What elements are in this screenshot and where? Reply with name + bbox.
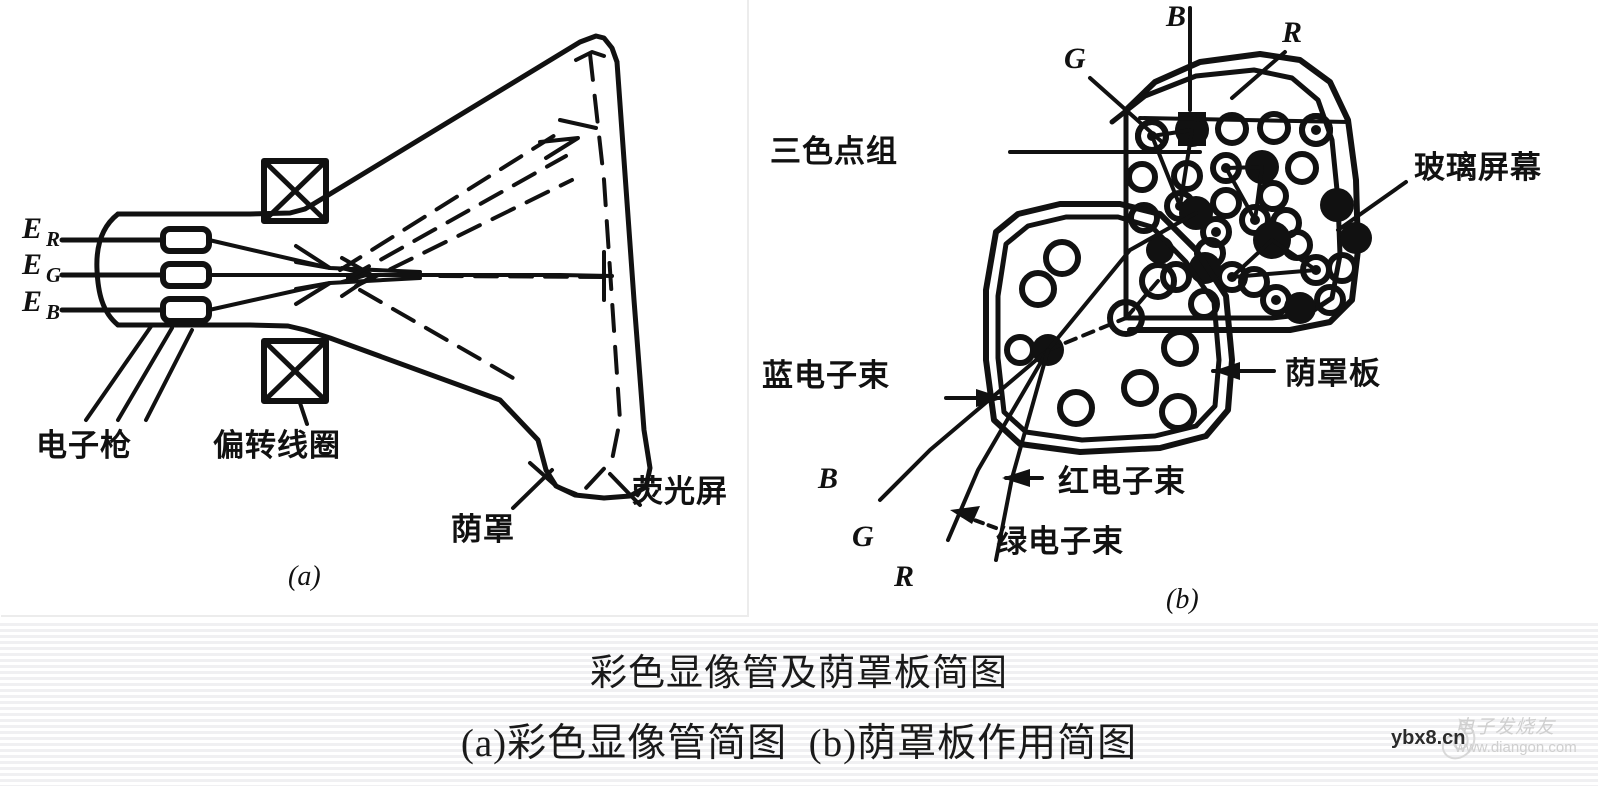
leader-glass-screen (1336, 180, 1408, 232)
caption-title: 彩色显像管及荫罩板简图 (590, 653, 1008, 694)
shadow-mask-plate (878, 201, 1235, 562)
label-red-beam: 红电子束 (1058, 464, 1186, 499)
label-r-top: R (1281, 16, 1302, 49)
leader-electron-gun (84, 323, 194, 422)
watermark-brand-name: 电子发烧友 (1455, 717, 1556, 738)
label-shadow-mask-plate: 荫罩板 (1285, 356, 1381, 391)
label-deflection-coil: 偏转线圈 (213, 428, 341, 463)
electron-guns (160, 226, 212, 324)
deflected-beams-dashed (338, 118, 598, 288)
leader-shadow-mask-plate (1211, 362, 1276, 380)
pointer-r-top (1230, 50, 1287, 100)
label-e-r: E R (21, 212, 60, 251)
leader-fluorescent-screen (608, 472, 642, 507)
label-e-r-text: E (21, 212, 42, 245)
deflected-beams-lower (358, 288, 522, 384)
leader-blue-beam (944, 389, 1004, 407)
label-green-beam: 绿电子束 (996, 524, 1124, 559)
label-e-g-text: E (21, 248, 42, 281)
label-b-beam: B (817, 462, 838, 495)
triad-connectors (1150, 128, 1318, 279)
brand-logo-icon (1441, 718, 1476, 760)
electron-beams-solid (207, 238, 614, 312)
label-shadow-mask: 荫罩 (451, 512, 515, 547)
shadow-mask-holes (1004, 239, 1199, 431)
leader-deflection-coil (298, 401, 309, 426)
faceplate-inner-curves (528, 50, 622, 496)
pointer-g-top (1088, 76, 1164, 144)
label-fluorescent-screen: 荧光屏 (632, 474, 728, 509)
watermark-brand: 电子发烧友 www.diangon.com (1455, 718, 1598, 757)
label-b-top: B (1165, 0, 1186, 33)
deflection-coil-upper (261, 158, 329, 224)
glass-screen-plate (1088, 6, 1372, 333)
label-e-b: E B (21, 285, 60, 324)
watermark-site: ybx8.cn (1391, 727, 1466, 749)
label-glass-screen: 玻璃屏幕 (1414, 150, 1542, 185)
panel-a-crt-tube: E R E G E B 电子枪 偏转线圈 荫罩 荧光屏 (a) (21, 33, 728, 592)
label-g-beam: G (852, 520, 874, 553)
screen-upper-rule (1138, 116, 1350, 124)
beam-through-hole (1046, 211, 1198, 352)
crt-diagram-svg: E R E G E B 电子枪 偏转线圈 荫罩 荧光屏 (a) (21, 0, 1542, 615)
label-g-top: G (1064, 42, 1086, 75)
watermark-brand-url: www.diangon.com (1455, 739, 1577, 756)
deflection-coil-lower (261, 338, 329, 404)
label-e-b-sub: B (45, 300, 60, 324)
leader-red-beam (1002, 469, 1044, 487)
label-e-r-sub: R (45, 227, 60, 251)
panel-b-key: (b) (1166, 584, 1199, 615)
label-r-beam: R (893, 560, 914, 593)
diagram-area: E R E G E B 电子枪 偏转线圈 荫罩 荧光屏 (a) (1, 0, 1542, 617)
label-e-g: E G (21, 248, 61, 287)
caption-strip: 彩色显像管及荫罩板简图 (a)彩色显像管简图 (b)荫罩板作用简图 (0, 620, 1598, 786)
label-e-b-text: E (21, 285, 42, 318)
cathode-leads (59, 237, 166, 313)
label-e-g-sub: G (46, 263, 61, 287)
panel-b-shadow-mask: 三色点组 玻璃屏幕 荫罩板 蓝电子束 红电子束 绿电子束 G B R B G R… (762, 0, 1542, 615)
label-blue-beam: 蓝电子束 (762, 358, 890, 393)
panel-a-key: (a) (288, 561, 321, 592)
label-electron-gun: 电子枪 (36, 428, 132, 463)
leader-green-beam (950, 506, 998, 530)
leader-shadow-mask (511, 468, 554, 510)
label-triad: 三色点组 (770, 134, 898, 169)
caption-subtitle: (a)彩色显像管简图 (b)荫罩板作用简图 (460, 722, 1138, 765)
